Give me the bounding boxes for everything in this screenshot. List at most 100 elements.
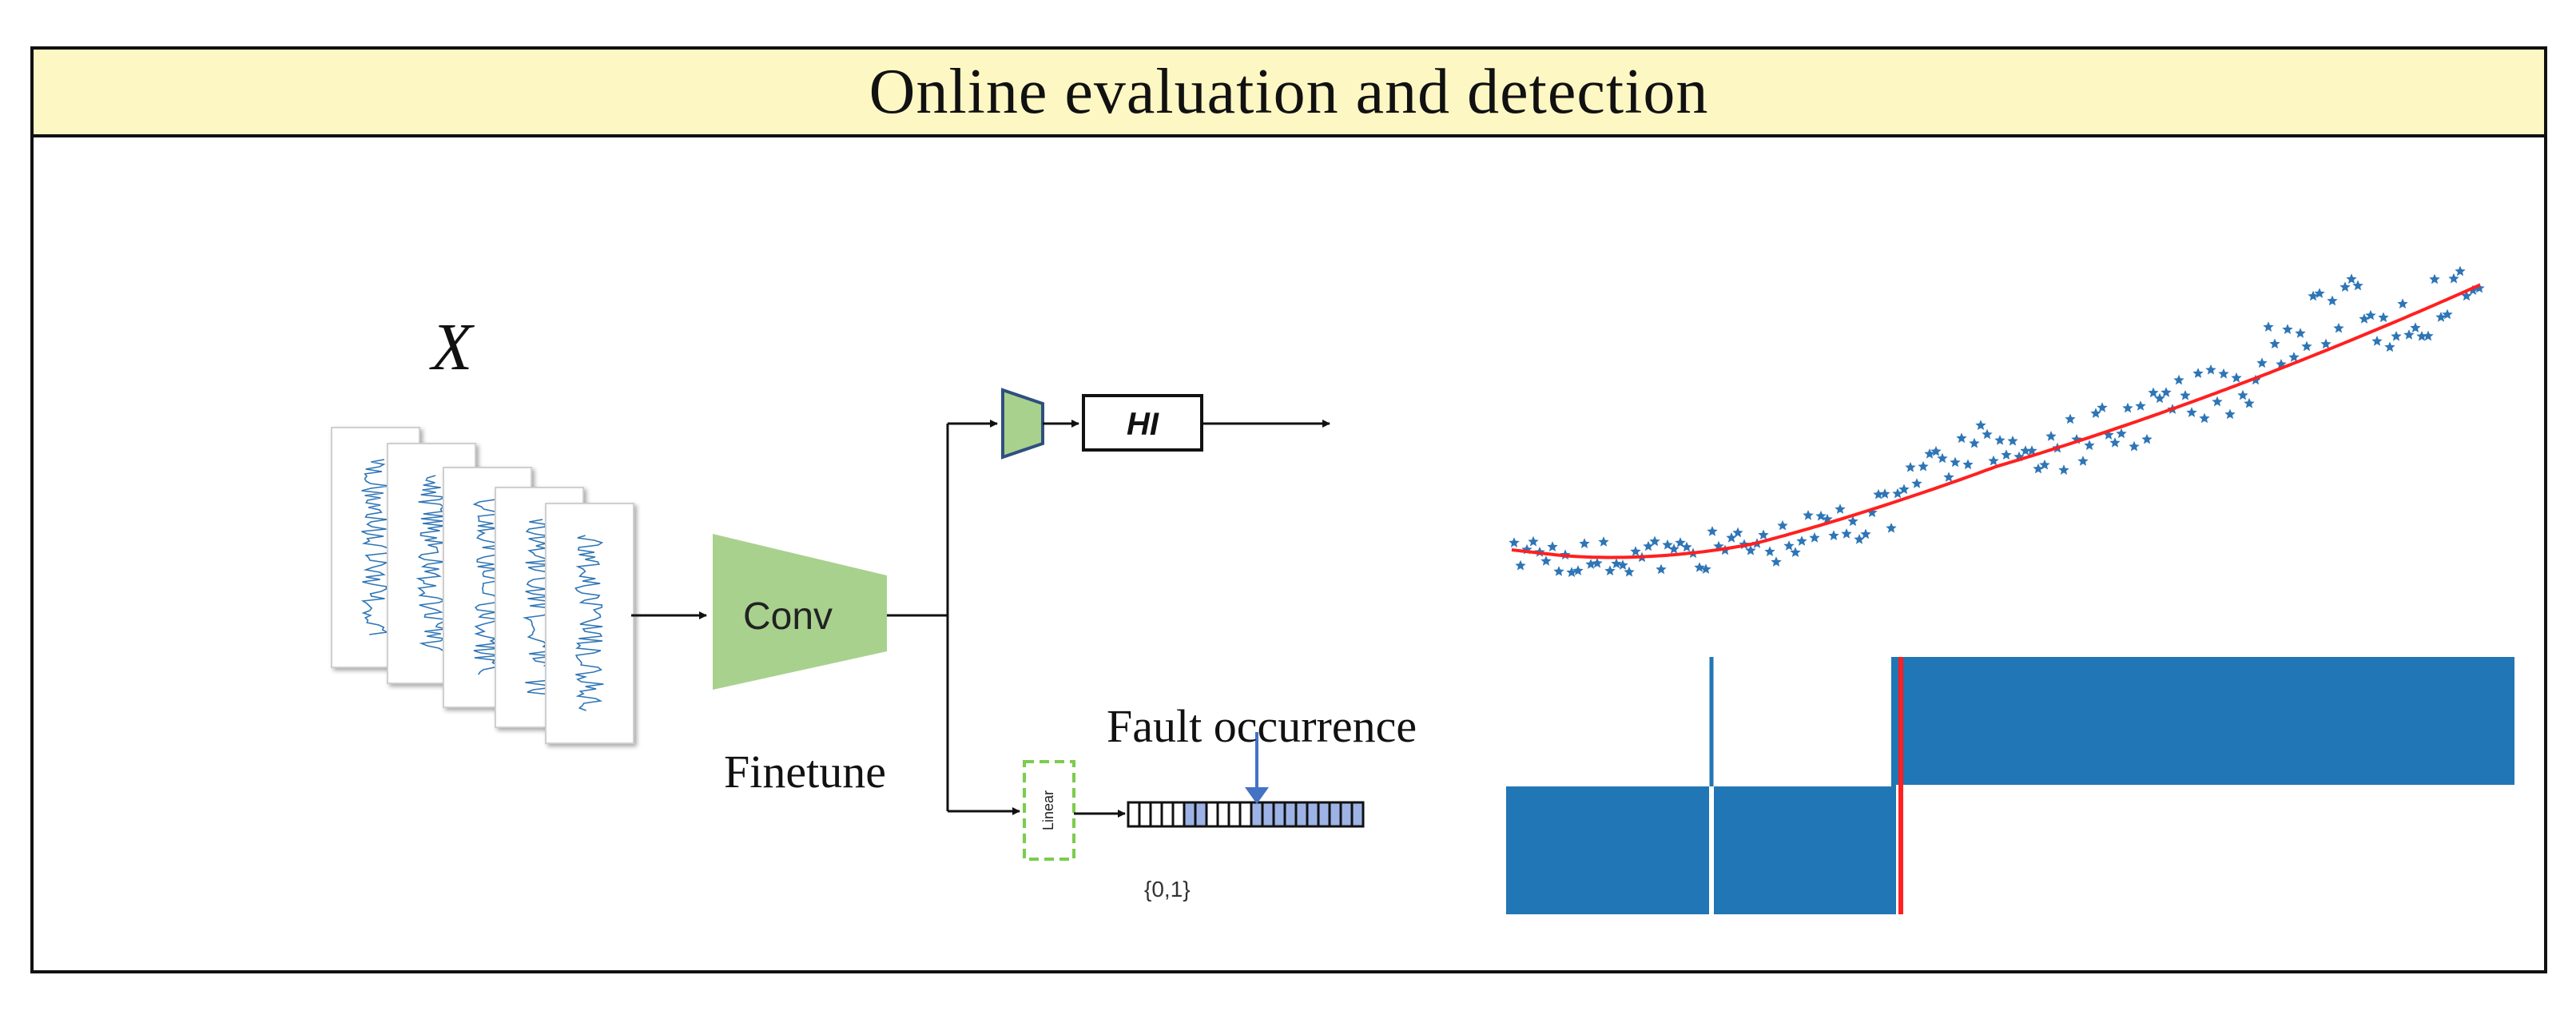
post-fault-block (1893, 657, 2514, 785)
hi-data-point (1771, 556, 1782, 567)
hi-data-point (2013, 451, 2025, 462)
hi-data-point (1892, 488, 1903, 499)
hi-data-point (1905, 462, 1916, 472)
hi-data-point (2020, 445, 2031, 456)
hi-data-point (1675, 537, 1686, 547)
hi-data-point (1879, 488, 1890, 499)
hi-data-point (1943, 472, 1954, 482)
hi-data-point (2212, 396, 2223, 407)
hi-data-point (2161, 387, 2172, 397)
hi-data-point (2467, 285, 2479, 295)
hi-data-point (1598, 536, 1609, 547)
hi-data-point (1694, 562, 1705, 572)
signal-trace (472, 499, 504, 675)
hi-data-point (1700, 563, 1711, 574)
hi-data-point (2455, 265, 2466, 277)
figure-title: Online evaluation and detection (869, 56, 1709, 127)
hi-data-point (1956, 432, 1967, 444)
hi-data-point (2359, 313, 2370, 324)
hi-data-point (1509, 537, 1520, 547)
hi-data-point (2039, 459, 2050, 470)
hi-data-point (1924, 448, 1935, 459)
hi-data-point (1777, 519, 1788, 531)
hi-data-point (1886, 523, 1897, 533)
hi-data-point (1592, 557, 1603, 568)
hi-data-point (1656, 563, 1667, 575)
hi-data-point (2263, 321, 2274, 332)
fault-label: Fault occurrence (1107, 700, 1417, 752)
hi-data-point (2416, 331, 2427, 341)
hi-scatter-plot (1509, 265, 2485, 577)
hi-data-point (2320, 338, 2332, 349)
binary-cell (1149, 801, 1163, 828)
binary-cell (1261, 801, 1275, 828)
hi-data-point (1566, 567, 1577, 577)
hi-data-point (2090, 408, 2101, 418)
hi-data-point (2180, 390, 2191, 400)
hi-data-point (1783, 540, 1795, 551)
binary-cell (1294, 801, 1309, 828)
head-label: HI (1127, 407, 1159, 442)
hi-data-point (2084, 440, 2095, 451)
hi-data-point (2001, 449, 2012, 460)
hi-data-point (1930, 446, 1942, 456)
hi-data-point (2448, 273, 2459, 284)
binary-cell (1171, 801, 1186, 828)
title-band: Online evaluation and detection (34, 50, 2544, 137)
hi-data-point (1847, 515, 1858, 527)
hi-data-point (2135, 400, 2146, 411)
hi-data-point (2244, 397, 2255, 408)
hi-data-point (1540, 555, 1552, 566)
trapezoid-head-icon (1001, 388, 1044, 460)
hi-data-point (1604, 565, 1616, 575)
input-signal-stack (331, 427, 634, 744)
hi-data-point (2295, 328, 2306, 338)
hi-data-point (2269, 338, 2280, 349)
hi-data-point (2371, 336, 2383, 346)
hi-data-point (2435, 312, 2447, 322)
hi-data-point (1994, 435, 2006, 445)
binary-cell (1127, 801, 1141, 828)
hi-data-point (2282, 324, 2293, 334)
hi-data-point (1515, 559, 1526, 571)
hi-data-point (2007, 436, 2018, 446)
hi-data-point (1732, 527, 1743, 538)
hi-data-point (1745, 544, 1756, 555)
hi-data-point (2148, 387, 2159, 398)
hi-data-point (1662, 539, 1673, 550)
hi-data-point (2026, 445, 2037, 456)
hi-data-point (2429, 273, 2440, 285)
hi-data-point (2301, 340, 2312, 352)
detection-blocks (1506, 657, 2514, 914)
hi-data-point (1579, 538, 1590, 548)
hi-data-point (1764, 546, 1775, 556)
hi-data-point (1937, 452, 1948, 464)
hi-data-point (2129, 440, 2140, 452)
hi-data-point (1624, 566, 1635, 577)
binary-cell (1272, 801, 1286, 828)
hi-data-point (2403, 329, 2415, 340)
hi-data-point (1643, 540, 1654, 551)
hi-data-point (1969, 437, 1980, 448)
binary-cell (1205, 801, 1219, 828)
hi-data-point (1630, 546, 1641, 556)
hi-box (1082, 394, 1203, 452)
encoder-label: Conv (743, 595, 833, 638)
signal-trace (574, 535, 604, 711)
binary-cell (1227, 801, 1242, 828)
conv-encoder (713, 534, 887, 690)
hi-data-point (1809, 532, 1820, 543)
hi-data-point (1547, 541, 1558, 551)
signal-trace (360, 459, 390, 635)
hi-data-point (2256, 357, 2268, 368)
hi-data-point (2410, 322, 2421, 332)
hi-data-point (2077, 456, 2089, 466)
hi-data-point (1962, 459, 1974, 470)
hi-data-point (2097, 402, 2108, 412)
hi-data-point (2103, 429, 2114, 440)
arrow-down-icon (1245, 787, 1269, 804)
finetune-label: Finetune (724, 746, 886, 798)
hi-data-point (2192, 368, 2204, 378)
hi-data-point (2154, 392, 2165, 404)
hi-data-point (2352, 280, 2363, 291)
